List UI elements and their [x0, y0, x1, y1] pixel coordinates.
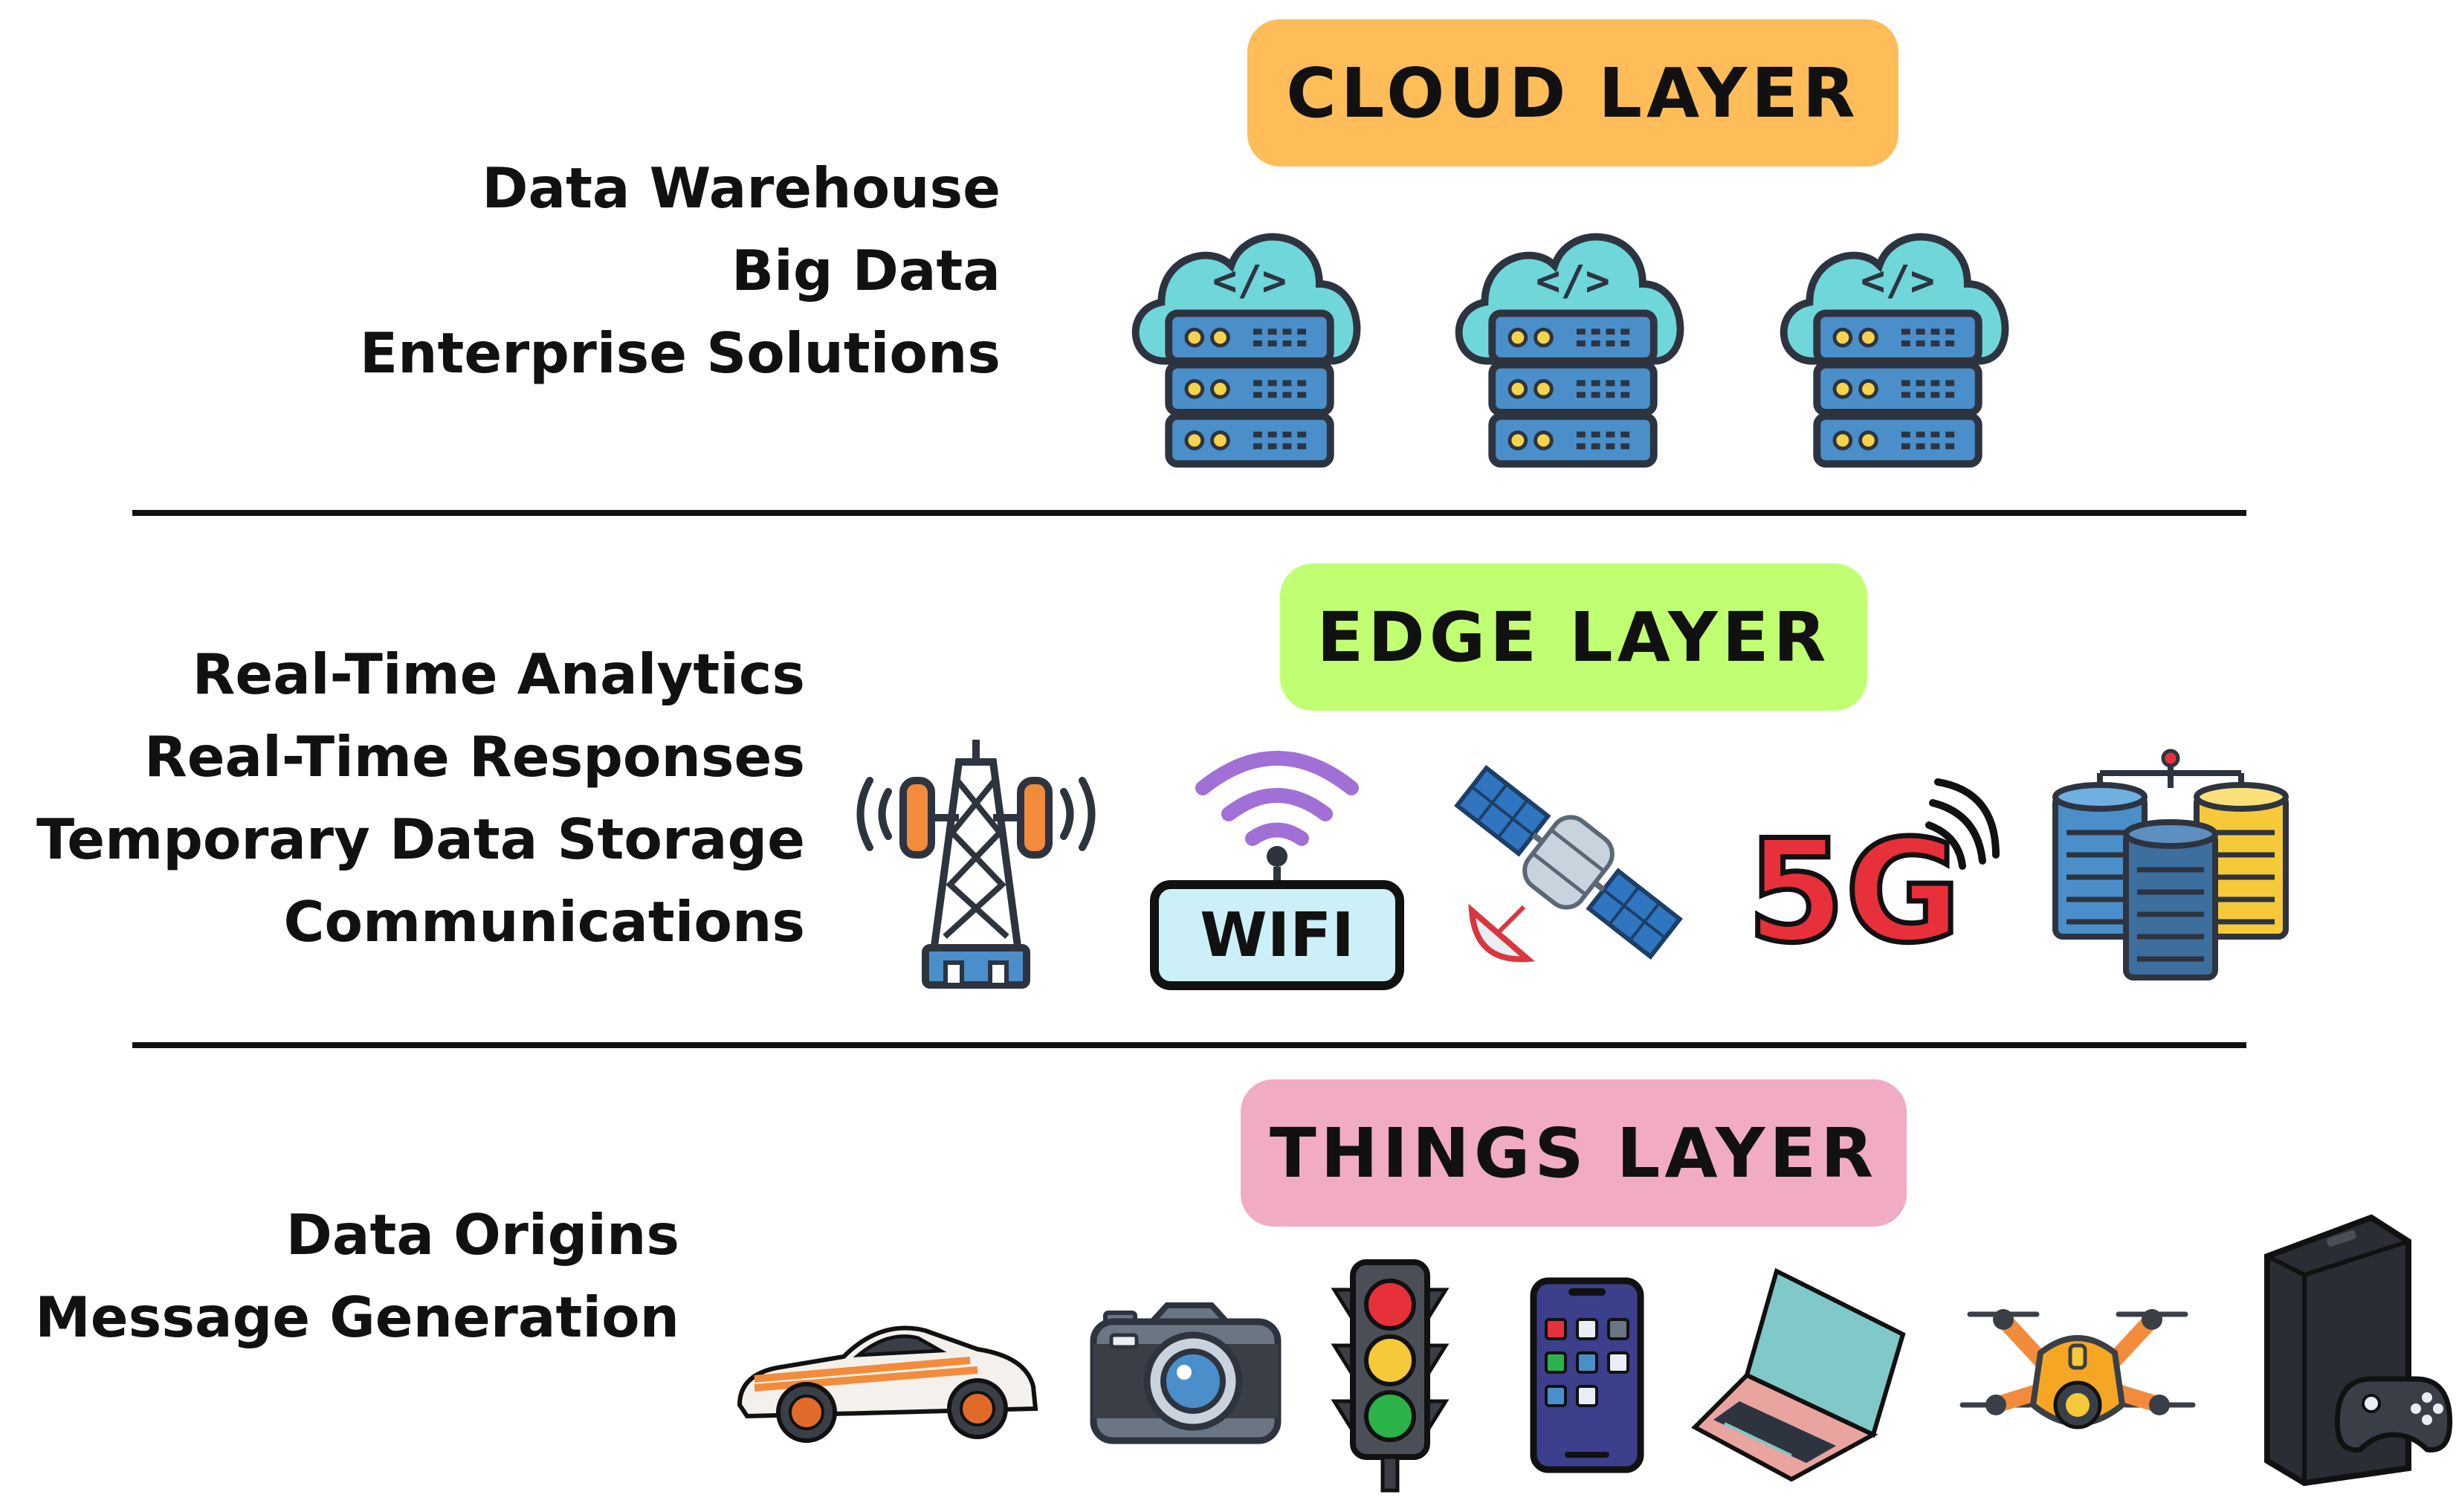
cloud-server-icon: </>	[1121, 213, 1378, 473]
edge-description-1: Real-Time Analytics	[192, 642, 805, 707]
svg-text:</>: </>	[1212, 258, 1287, 306]
5g-label: 5G	[1747, 810, 1961, 952]
things-description-1: Data Origins	[285, 1202, 679, 1267]
edge-description-3: Temporary Data Storage	[36, 807, 805, 872]
cloud-layer-title: CLOUD LAYER	[1247, 19, 1898, 167]
database-icon	[2048, 743, 2293, 981]
5g-icon: 5G	[1743, 773, 2000, 952]
svg-text:</>: </>	[1861, 258, 1935, 306]
divider-edge-things	[132, 1042, 2246, 1048]
things-description-2: Message Generation	[35, 1285, 679, 1350]
wifi-router-icon: WIFI	[1148, 736, 1406, 992]
edge-description-2: Real-Time Responses	[143, 724, 805, 789]
divider-cloud-edge	[132, 510, 2246, 516]
cloud-server-icon: </>	[1444, 213, 1702, 473]
cell-tower-icon	[847, 736, 1105, 989]
traffic-light-icon	[1331, 1256, 1450, 1494]
smartphone-icon	[1528, 1275, 1647, 1476]
camera-icon	[1089, 1299, 1282, 1447]
sports-car-icon	[732, 1305, 1041, 1446]
edge-layer-descriptions: Real-Time Analytics Real-Time Responses …	[15, 633, 805, 963]
things-layer-title: THINGS LAYER	[1241, 1079, 1907, 1227]
cloud-description-2: Big Data	[731, 238, 1001, 303]
edge-layer-title: EDGE LAYER	[1280, 563, 1867, 711]
cloud-server-icon: </>	[1769, 213, 2026, 473]
edge-description-4: Communications	[283, 889, 805, 954]
satellite-icon	[1453, 751, 1684, 974]
things-layer-descriptions: Data Origins Message Generation	[15, 1194, 679, 1359]
cloud-layer-descriptions: Data Warehouse Big Data Enterprise Solut…	[282, 147, 1001, 395]
laptop-icon	[1687, 1264, 1910, 1487]
cloud-description-3: Enterprise Solutions	[359, 320, 1001, 386]
drone-icon	[1955, 1293, 2200, 1464]
cloud-description-1: Data Warehouse	[482, 155, 1001, 221]
game-console-icon	[2260, 1212, 2453, 1487]
wifi-label: WIFI	[1200, 900, 1354, 971]
svg-text:</>: </>	[1536, 258, 1610, 306]
